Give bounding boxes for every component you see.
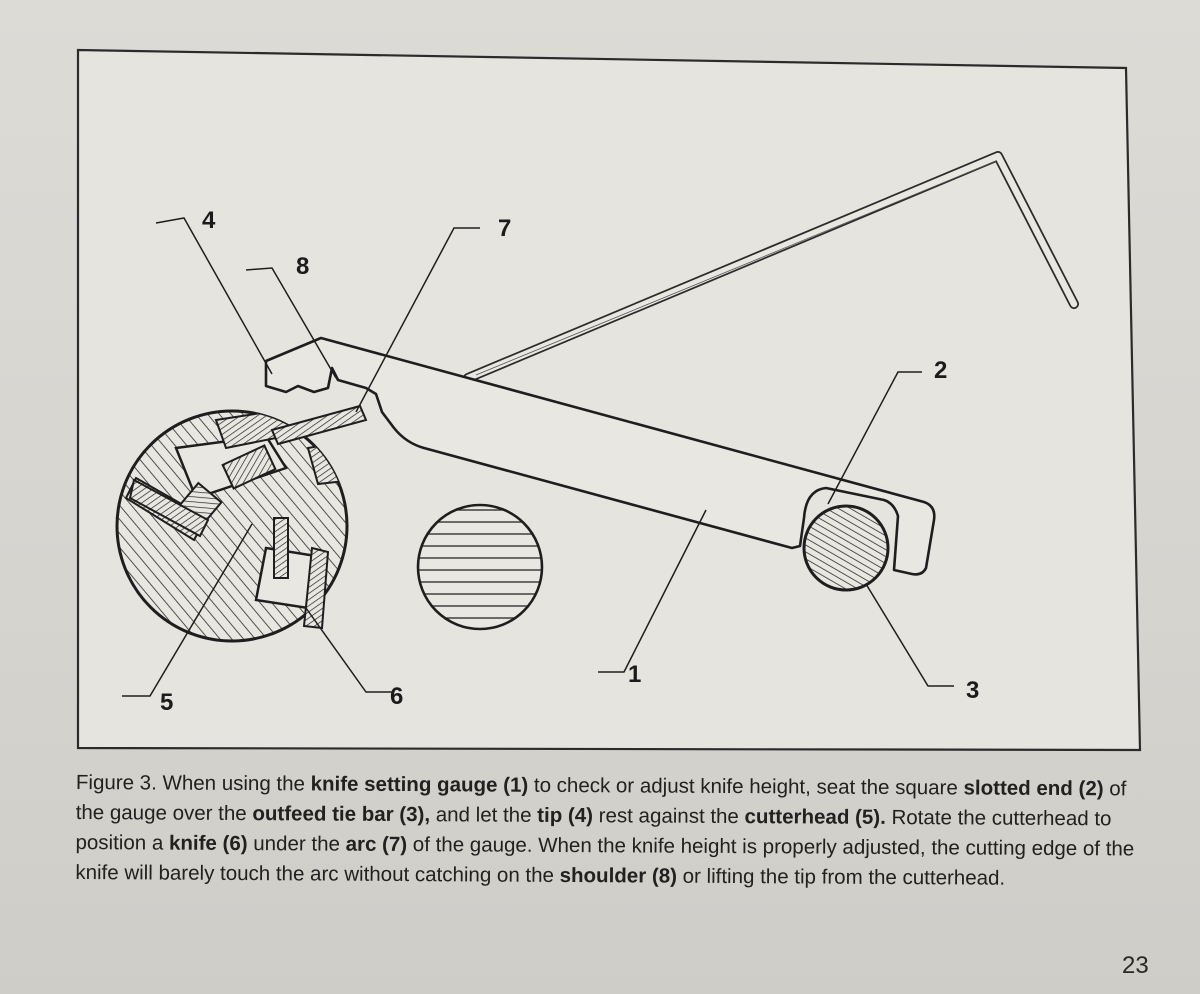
knife-setting-gauge [264,336,936,576]
cutterhead [115,404,368,643]
caption-seg-2: to check or adjust knife height, seat th… [528,773,964,800]
caption-seg-0: Figure 3. When using the [75,770,311,796]
gauge-rod [463,151,1079,383]
caption-seg-6: and let the [430,803,538,827]
caption-seg-16: or lifting the tip from the cutterhead. [676,864,1006,890]
callout-8: 8 [296,253,309,280]
caption-term-knife: knife (6) [168,831,248,856]
caption-term-knife-setting-gauge: knife setting gauge (1) [310,772,529,797]
leader-lines [122,217,954,697]
caption-term-outfeed-tie-bar: outfeed tie bar (3), [252,802,431,827]
caption-seg-12: under the [247,832,346,856]
figure-border [76,48,1142,752]
outfeed-tie-bar [802,504,890,592]
caption-term-cutterhead: cutterhead (5). [744,805,886,829]
caption-seg-8: rest against the [592,804,745,829]
callout-7: 7 [498,215,511,242]
page-number: 23 [1122,952,1149,979]
caption-term-tip: tip (4) [537,803,594,828]
callout-5: 5 [160,689,173,716]
callout-2: 2 [934,357,947,384]
knife-gauge-diagram: 4 8 7 2 5 6 1 3 [76,48,1142,752]
callout-3: 3 [966,677,979,704]
caption-term-shoulder: shoulder (8) [559,863,678,888]
callout-6: 6 [390,683,403,710]
callout-1: 1 [628,661,641,688]
figure-3: 4 8 7 2 5 6 1 3 [76,48,1142,752]
caption-term-slotted-end: slotted end (2) [963,776,1104,801]
infeed-roller [416,503,544,631]
caption-term-arc: arc (7) [345,832,408,857]
figure-caption: Figure 3. When using the knife setting g… [75,768,1136,894]
callout-4: 4 [202,207,216,234]
